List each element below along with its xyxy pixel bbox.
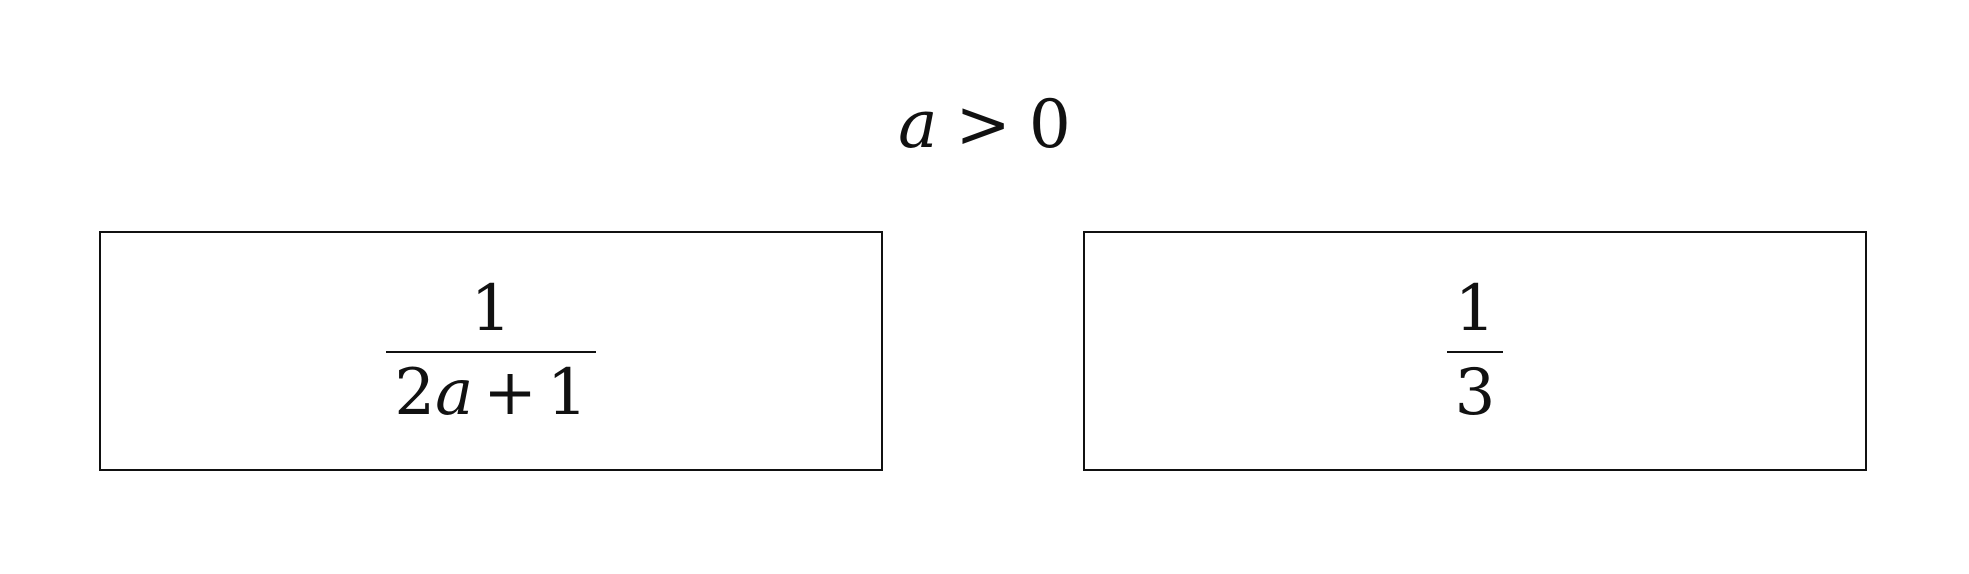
left-denominator: 2a+1 <box>386 353 595 425</box>
left-expression-box: 1 2a+1 <box>99 231 883 471</box>
condition-expression: a>0 <box>0 80 1969 170</box>
condition-operator: > <box>955 86 1011 163</box>
left-denominator-constant: 1 <box>546 356 588 430</box>
right-numerator: 1 <box>1454 272 1496 346</box>
left-denominator-coefficient: 2 <box>394 356 436 430</box>
right-fraction: 1 3 <box>1446 272 1504 430</box>
right-expression-box: 1 3 <box>1083 231 1867 471</box>
condition-variable: a <box>898 86 938 163</box>
condition-value: 0 <box>1028 86 1071 163</box>
right-fraction-bar <box>1446 351 1504 353</box>
left-denominator-operator: + <box>483 356 537 430</box>
left-fraction-bar <box>386 351 596 353</box>
left-fraction: 1 2a+1 <box>386 272 596 425</box>
left-denominator-variable: a <box>435 356 474 430</box>
left-numerator: 1 <box>470 272 512 346</box>
right-denominator: 3 <box>1454 356 1496 430</box>
